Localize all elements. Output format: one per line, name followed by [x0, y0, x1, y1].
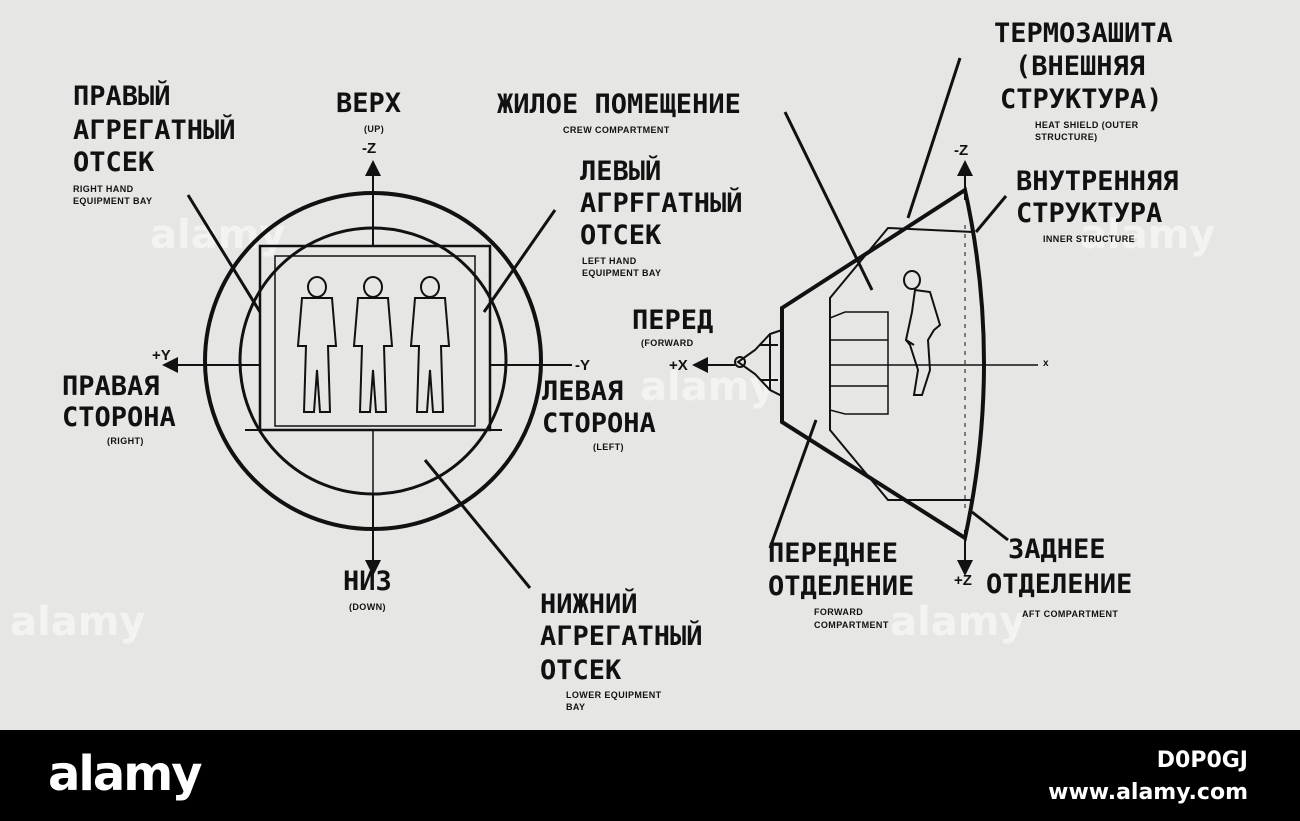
- fwd-comp-label-en-2: COMPARTMENT: [814, 620, 889, 630]
- fwd-comp-label-en-1: FORWARD: [814, 607, 863, 617]
- heat-shield-label-en-2: STRUCTURE): [1035, 132, 1098, 142]
- bottom-label: НИЗ: [343, 566, 392, 597]
- heat-shield-label-en-1: HEAT SHIELD (OUTER: [1035, 120, 1139, 130]
- leader-aft-comp: [971, 510, 1009, 542]
- rh-bay-label-2: АГРЕГАТНЫЙ: [73, 114, 236, 146]
- left-axis-label: -Y: [575, 357, 590, 374]
- leader-rh-bay: [186, 194, 262, 313]
- leader-heat-shield: [906, 57, 962, 219]
- forward-label: ПЕРЕД: [632, 305, 713, 336]
- left-side-label-en: (LEFT): [593, 442, 624, 452]
- side-axis-x-label: x: [1043, 358, 1049, 369]
- crew-label: ЖИЛОЕ ПОМЕЩЕНИЕ: [497, 89, 741, 120]
- crew-label-en: CREW COMPARTMENT: [563, 125, 670, 135]
- side-view: ПЕРЕД (FORWARD +X ЖИЛОЕ ПОМЕЩЕНИЕ CREW C…: [497, 18, 1179, 630]
- forward-axis-label: +X: [669, 357, 688, 374]
- lh-bay-label-en-2: EQUIPMENT BAY: [582, 268, 661, 278]
- top-view: ВЕРХ (UP) -Z НИЗ (DOWN) +Y ПРАВАЯ СТОРОН…: [62, 80, 743, 712]
- top-axis-label: -Z: [362, 140, 376, 157]
- lower-bay-label-en-1: LOWER EQUIPMENT: [566, 690, 662, 700]
- lh-bay-label-3: ОТСЕК: [580, 220, 662, 251]
- heat-shield-label-1: ТЕРМОЗАШИТА: [994, 18, 1173, 49]
- lh-bay-label-1: ЛЕВЫЙ: [580, 155, 661, 187]
- inner-label-2: СТРУКТУРА: [1016, 198, 1162, 229]
- rh-bay-label-1: ПРАВЫЙ: [73, 80, 171, 112]
- top-label: ВЕРХ: [336, 88, 401, 119]
- inner-label-1: ВНУТРЕННЯЯ: [1016, 166, 1179, 197]
- aft-comp-label-en: AFT COMPARTMENT: [1022, 609, 1118, 619]
- bottom-label-en: (DOWN): [349, 602, 386, 612]
- lower-bay-label-3: ОТСЕК: [540, 655, 622, 686]
- watermark: alamy: [150, 212, 285, 258]
- outer-cone: [780, 186, 986, 542]
- rh-bay-label-3: ОТСЕК: [73, 147, 155, 178]
- leader-lower-bay: [423, 459, 532, 589]
- astronaut-1: [296, 276, 338, 413]
- left-side-label-1: ЛЕВАЯ: [542, 376, 623, 407]
- leader-crew: [783, 111, 874, 291]
- watermark: alamy: [1080, 212, 1215, 258]
- heat-shield-label-3: СТРУКТУРА): [1000, 84, 1163, 115]
- alamy-logo: alamy: [48, 746, 203, 802]
- lower-bay-label-en-2: BAY: [566, 702, 585, 712]
- apollo-command-module-diagram: alamy alamy alamy alamy alamy: [10, 18, 1215, 712]
- leader-lh-bay: [482, 209, 557, 313]
- right-axis-label: +Y: [152, 347, 171, 364]
- fwd-comp-label-1: ПЕРЕДНЕЕ: [768, 538, 898, 569]
- diagram-area: alamy alamy alamy alamy alamy: [10, 18, 1216, 712]
- astronaut-2: [352, 276, 394, 413]
- fwd-comp-label-2: ОТДЕЛЕНИЕ: [768, 571, 914, 602]
- heat-shield-label-2: (ВНЕШНЯЯ: [1015, 51, 1145, 82]
- left-side-label-2: СТОРОНА: [542, 408, 656, 439]
- image-id: D0P0GJ: [1156, 748, 1248, 773]
- right-side-label-en: (RIGHT): [107, 436, 144, 446]
- forward-label-en: (FORWARD: [641, 338, 694, 348]
- astronaut-3: [409, 276, 451, 413]
- rh-bay-label-en-2: EQUIPMENT BAY: [73, 196, 152, 206]
- site-url: www.alamy.com: [1048, 780, 1248, 805]
- astronaut-seated: [903, 270, 942, 396]
- lh-bay-label-2: АГРFГАТНЫЙ: [580, 187, 743, 219]
- right-side-label-1: ПРАВАЯ: [62, 371, 160, 402]
- leader-fwd-comp: [768, 419, 818, 549]
- lower-bay-label-2: АГРЕГАТНЫЙ: [540, 620, 703, 652]
- watermark: alamy: [640, 364, 775, 410]
- astronaut-figures: [296, 276, 451, 413]
- inner-structure: [829, 226, 985, 501]
- inner-label-en: INNER STRUCTURE: [1043, 234, 1135, 244]
- leader-inner: [974, 195, 1008, 233]
- rh-bay-label-en-1: RIGHT HAND: [73, 184, 134, 194]
- lower-bay-label-1: НИЖНИЙ: [540, 588, 638, 620]
- lh-bay-label-en-1: LEFT HAND: [582, 256, 637, 266]
- watermark: alamy: [890, 599, 1025, 645]
- right-side-label-2: СТОРОНА: [62, 402, 176, 433]
- aft-comp-label-2: ОТДЕЛЕНИЕ: [986, 569, 1132, 600]
- forward-tunnel: [829, 311, 889, 415]
- top-label-en: (UP): [364, 124, 384, 134]
- docking-probe: [734, 328, 783, 398]
- crew-couch-inner: [274, 255, 476, 427]
- stock-footer: alamy D0P0GJ www.alamy.com: [0, 730, 1300, 821]
- watermark: alamy: [10, 599, 145, 645]
- side-axis-top-label: -Z: [954, 142, 968, 159]
- aft-comp-label-1: ЗАДНЕЕ: [1008, 534, 1106, 565]
- side-axis-bottom-label: +Z: [954, 572, 972, 589]
